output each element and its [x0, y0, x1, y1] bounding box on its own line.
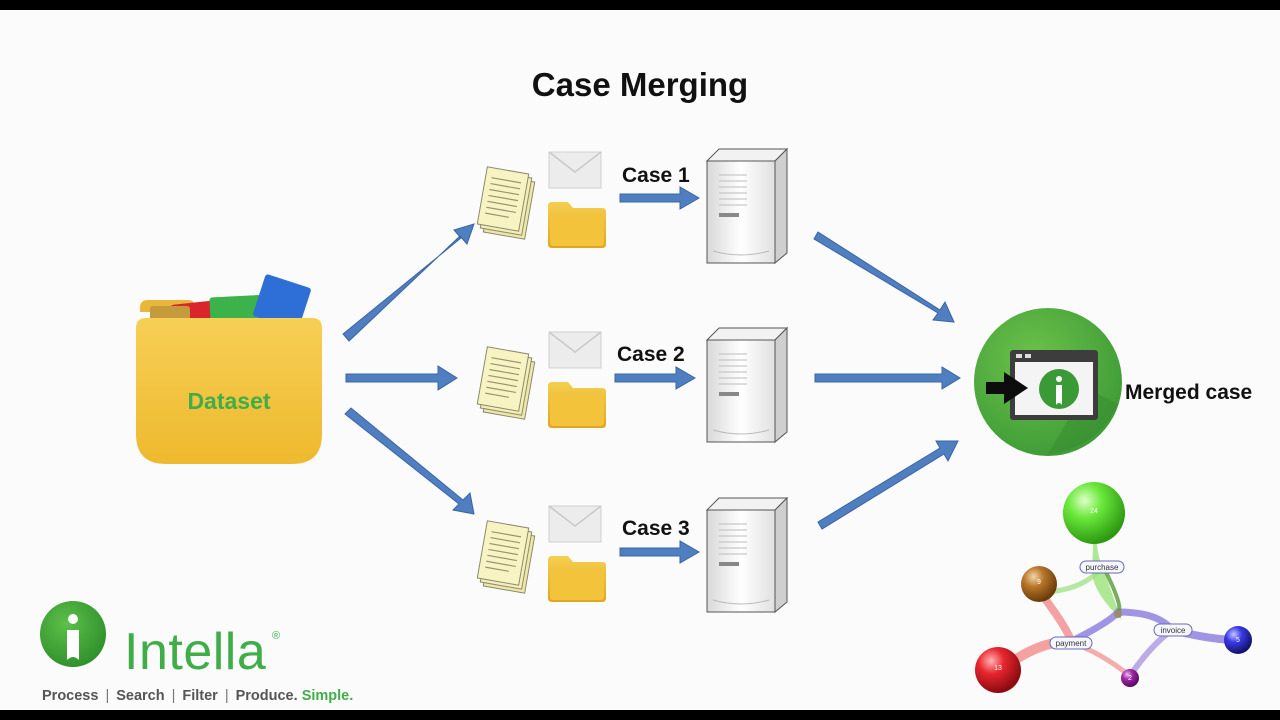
- arrow-case1-server: [619, 186, 700, 210]
- documents-icon-case3: [476, 520, 536, 594]
- graph-node-2: [1121, 669, 1139, 687]
- folder-icon-case3: [548, 556, 606, 602]
- graph-node-5-label: 5: [1236, 637, 1240, 644]
- graph-label-payment: payment: [1056, 639, 1087, 648]
- documents-icon-case2: [476, 346, 536, 420]
- tagline-search: Search: [116, 688, 165, 704]
- slide: Case Merging: [0, 10, 1280, 710]
- tagline-separator: |: [224, 688, 229, 704]
- folder-icon-case1: [548, 202, 606, 248]
- tagline-separator: |: [105, 688, 110, 704]
- tagline-process: Process: [42, 688, 99, 704]
- graph-node-13: [975, 647, 1021, 693]
- server-icon-case3: [705, 496, 789, 614]
- server-icon-case1: [705, 147, 789, 265]
- graph-node-24: [1063, 482, 1125, 544]
- envelope-icon-case3: [548, 505, 602, 543]
- merged-case-icon: [974, 308, 1122, 456]
- arrow-dataset-case2: [345, 365, 458, 391]
- tagline-simple: Simple.: [301, 688, 354, 704]
- graph-visualization: 24 9 13 2 5 purchase payment invoice: [975, 482, 1252, 693]
- graph-label-purchase: purchase: [1086, 563, 1119, 572]
- graph-node-13-label: 13: [994, 665, 1002, 672]
- diagram-canvas: 24 9 13 2 5 purchase payment invoice: [40, 147, 1252, 693]
- slide-title: Case Merging: [531, 66, 749, 103]
- envelope-icon-case2: [548, 331, 602, 369]
- registered-mark: ®: [272, 630, 281, 642]
- tagline-filter: Filter: [182, 688, 218, 704]
- folder-icon-case2: [548, 382, 606, 428]
- intella-wordmark: Intella: [124, 623, 267, 681]
- arrow-case2-server: [614, 366, 696, 390]
- brand-tagline: Process | Search | Filter | Produce. Simple.: [42, 688, 353, 704]
- arrow-server3-merged: [817, 440, 959, 530]
- tagline-separator: |: [171, 688, 176, 704]
- envelope-icon-case1: [548, 151, 602, 189]
- case-2-label: Case 2: [617, 343, 685, 366]
- graph-label-invoice: invoice: [1161, 626, 1186, 635]
- dataset-folder-icon: [136, 274, 322, 464]
- graph-node-9: [1021, 566, 1057, 602]
- graph-node-9-label: 9: [1037, 579, 1041, 586]
- intella-logo-icon: [40, 601, 106, 667]
- documents-icon-case1: [476, 166, 536, 240]
- arrow-dataset-case1: [342, 223, 475, 342]
- tagline-produce: Produce.: [235, 688, 298, 704]
- server-icon-case2: [705, 326, 789, 444]
- arrow-server2-merged: [814, 366, 961, 390]
- graph-node-5: [1224, 626, 1252, 654]
- case-1-label: Case 1: [622, 164, 690, 187]
- merged-case-label: Merged case: [1125, 381, 1253, 404]
- dataset-label: Dataset: [187, 388, 271, 414]
- arrow-case3-server: [619, 540, 700, 564]
- case-3-label: Case 3: [622, 517, 690, 540]
- graph-node-2-label: 2: [1128, 675, 1132, 682]
- graph-node-24-label: 24: [1090, 508, 1098, 515]
- arrow-dataset-case3: [344, 407, 475, 515]
- arrow-server1-merged: [813, 231, 955, 323]
